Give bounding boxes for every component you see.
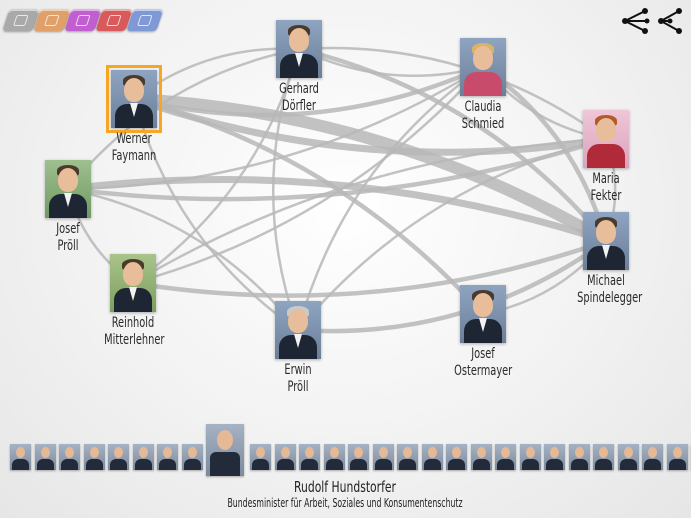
edge-schmied-erwin-proell <box>296 65 485 332</box>
edge-faymann-spindelegger <box>128 93 612 247</box>
filmstrip-thumb[interactable] <box>274 444 296 470</box>
portrait-spindelegger <box>583 212 629 270</box>
portrait-faymann <box>106 65 162 133</box>
filmstrip-thumb[interactable] <box>470 444 492 470</box>
filmstrip-thumb[interactable] <box>34 444 56 470</box>
selected-person-caption: Rudolf Hundstorfer Bundesminister für Ar… <box>150 478 540 511</box>
filmstrip-thumb[interactable] <box>299 444 320 470</box>
filmstrip-thumb[interactable] <box>10 444 31 470</box>
edge-faymann-schmied <box>131 64 486 118</box>
edge-erwin-proell-fekter <box>296 137 608 332</box>
portrait-ostermayer <box>460 285 506 343</box>
filmstrip-thumb[interactable] <box>59 444 80 470</box>
filmstrip-thumb[interactable] <box>108 444 129 470</box>
selected-person-name: Rudolf Hundstorfer <box>294 478 396 496</box>
selected-person-role: Bundesminister für Arbeit, Soziales und … <box>227 496 463 510</box>
portrait-josef-proell <box>45 160 91 218</box>
portrait-fekter <box>583 110 629 168</box>
share-network-icon[interactable] <box>621 6 651 36</box>
filmstrip-thumb[interactable] <box>421 444 443 470</box>
edge-schmied-mitterlehner <box>131 65 485 285</box>
edge-erwin-proell-spindelegger <box>295 238 609 334</box>
filmstrip-thumb[interactable] <box>666 444 688 470</box>
share-tree-icon[interactable] <box>655 6 685 36</box>
person-filmstrip[interactable] <box>10 424 688 480</box>
filmstrip-thumb[interactable] <box>181 444 203 470</box>
filmstrip-thumb[interactable] <box>132 444 154 470</box>
portrait-mitterlehner <box>110 254 156 312</box>
filmstrip-thumb[interactable] <box>83 444 105 470</box>
filmstrip-thumb[interactable] <box>544 444 565 470</box>
edge-mitterlehner-spindelegger <box>130 238 609 298</box>
edge-mitterlehner-fekter <box>131 137 608 285</box>
filmstrip-thumb[interactable] <box>397 444 418 470</box>
portrait-doerfler <box>276 20 322 78</box>
filmstrip-thumb[interactable] <box>642 444 663 470</box>
edge-josef-proell-erwin-proell <box>66 187 300 332</box>
filmstrip-thumb[interactable] <box>617 444 639 470</box>
filmstrip-thumb-selected[interactable] <box>206 424 244 476</box>
edge-josef-proell-spindelegger <box>64 175 610 245</box>
filmstrip-thumb[interactable] <box>593 444 614 470</box>
tab-blue[interactable] <box>126 9 164 31</box>
portrait-schmied <box>460 38 506 96</box>
filmstrip-thumb[interactable] <box>519 444 541 470</box>
filmstrip-thumb[interactable] <box>372 444 394 470</box>
edge-josef-proell-doerfler <box>66 47 301 191</box>
filmstrip-thumb[interactable] <box>250 444 271 470</box>
filmstrip-thumb[interactable] <box>568 444 590 470</box>
portrait-erwin-proell <box>275 301 321 359</box>
edge-doerfler-mitterlehner <box>131 47 301 285</box>
filmstrip-thumb[interactable] <box>157 444 178 470</box>
filmstrip-thumb[interactable] <box>348 444 369 470</box>
filmstrip-thumb[interactable] <box>446 444 467 470</box>
edge-doerfler-spindelegger <box>296 46 609 244</box>
filmstrip-thumb[interactable] <box>323 444 345 470</box>
color-tab-bar <box>2 9 164 31</box>
share-toolbar <box>621 6 685 36</box>
edge-faymann-ostermayer <box>131 96 486 317</box>
filmstrip-thumb[interactable] <box>495 444 516 470</box>
